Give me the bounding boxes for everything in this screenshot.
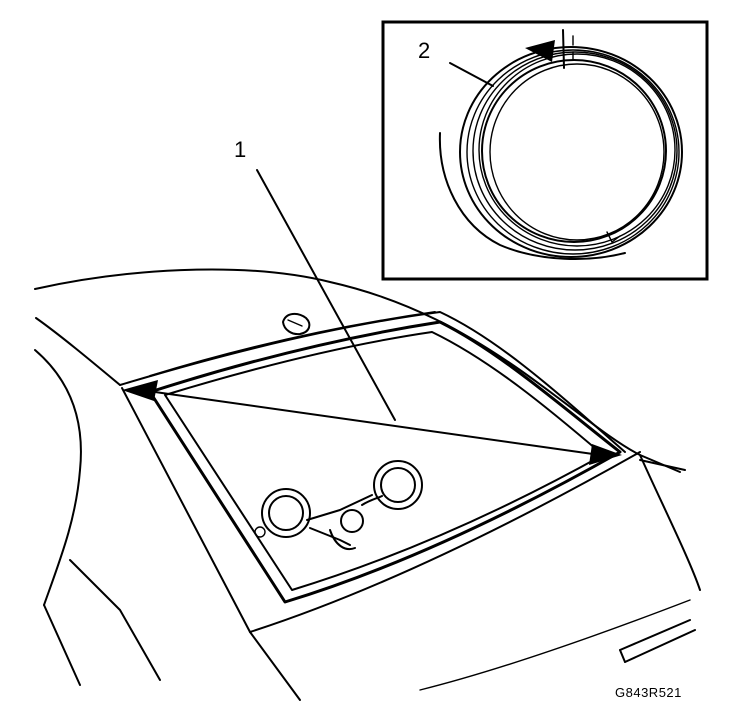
mirror-sensor-icon — [254, 460, 423, 550]
roof-antenna-icon — [282, 312, 311, 336]
callout-1-leader — [256, 169, 396, 421]
inset-detail — [381, 20, 709, 281]
windshield — [148, 311, 622, 604]
callout-1-label: 1 — [234, 137, 246, 162]
figure-code: G843R521 — [615, 685, 682, 700]
callout-2-label: 2 — [418, 38, 430, 63]
measurement-arrows — [122, 380, 622, 465]
